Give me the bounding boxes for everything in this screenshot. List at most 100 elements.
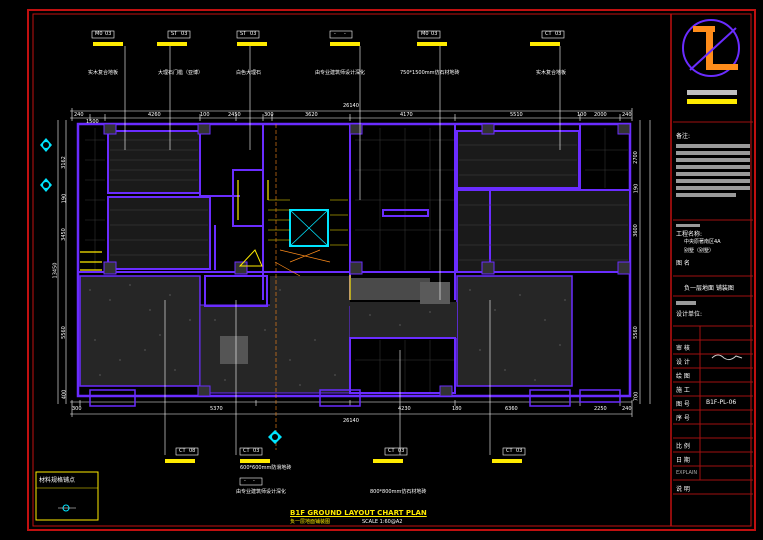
project-label: 工程名称: [676, 231, 703, 238]
dim-label: 4170 [400, 112, 413, 118]
construct-label: 施 工 [676, 387, 690, 394]
stone-floor-areas [79, 275, 573, 394]
explain-label: 说 明 [676, 486, 690, 493]
dim-label: 2250 [594, 406, 607, 412]
dim-label: 2000 [594, 112, 607, 118]
callout-code: CT [388, 448, 395, 454]
dim-label: 13450 [52, 262, 59, 279]
dim-label: 2700 [632, 151, 639, 164]
callout-code: CT [506, 448, 513, 454]
dim-label: 240 [622, 112, 632, 118]
callout-text: 由专业建筑师设计深化 [315, 70, 366, 76]
callout-code: M0 [95, 31, 103, 37]
dim-label: 6360 [505, 406, 518, 412]
callout-code: 08 [189, 448, 196, 454]
wood-floor-areas [107, 130, 631, 273]
company-logo [682, 19, 740, 77]
section-marker-icon [40, 138, 282, 444]
dim-label: 180 [452, 406, 462, 412]
project-name-line2: 别墅（别墅） [684, 248, 715, 254]
callout-code: ST [171, 31, 178, 37]
callout-tags-top [91, 30, 565, 46]
date-label: 日 期 [676, 457, 690, 464]
dim-label: 190 [633, 183, 640, 194]
design-unit-label: 设计单位: [676, 311, 703, 318]
draw-label: 绘 图 [676, 373, 690, 380]
drawing-no-label: 图 号 [676, 401, 690, 408]
callout-text: 由专业建筑师设计深化 [236, 489, 287, 495]
bottom-dim-total: 26140 [343, 418, 359, 424]
dim-label: 100 [200, 112, 210, 118]
remark-label: 备注: [676, 133, 691, 140]
seq-label: 序 号 [676, 415, 690, 422]
dim-label: 5560 [60, 326, 67, 339]
callout-code: CT [179, 448, 186, 454]
dim-label: 3450 [60, 228, 67, 241]
dim-label: 1500 [86, 119, 99, 125]
dim-label: 240 [74, 112, 84, 118]
callout-code: 03 [250, 31, 257, 37]
stair [268, 199, 348, 246]
speckle-dots [89, 284, 566, 386]
legend-label: 材料规格铺点 [39, 477, 76, 484]
top-dim-total: 26140 [343, 103, 359, 109]
callout-code: 03 [431, 31, 438, 37]
dim-label: 5370 [210, 406, 223, 412]
callout-code: ST [240, 31, 247, 37]
tile-grid [85, 128, 628, 392]
callout-code: - [244, 478, 246, 484]
drawing-scale: SCALE 1:60@A2 [362, 519, 403, 525]
review-label: 审 核 [676, 345, 690, 352]
dim-label: 3162 [60, 156, 67, 169]
legend-box [35, 471, 99, 521]
callout-code: - [334, 31, 336, 37]
callout-text: 大理石门槛（亚博） [158, 70, 204, 76]
callout-code: 03 [105, 31, 112, 37]
drawing-no: B1F-PL-06 [706, 399, 737, 406]
project-name-line1: 中央原著南区4A [684, 239, 721, 245]
callout-code: - [253, 478, 255, 484]
dim-label: 400 [61, 389, 68, 400]
dim-label: 190 [61, 193, 68, 204]
callout-text: 实木复合地板 [536, 70, 567, 76]
callout-tags-bottom [165, 447, 526, 486]
callout-code: 03 [398, 448, 405, 454]
remark-text-placeholder [676, 144, 750, 227]
callout-code: CT [243, 448, 250, 454]
ratio-label: 比 例 [676, 443, 690, 450]
callout-text: 600*600mm防滑地砖 [240, 465, 292, 471]
dim-label: 5510 [510, 112, 523, 118]
dim-label: 240 [622, 406, 632, 412]
callout-code: 03 [516, 448, 523, 454]
dim-label: 4230 [398, 406, 411, 412]
dim-label: 3620 [305, 112, 318, 118]
callout-text: 750*1500mm仿石材地砖 [400, 70, 460, 76]
callout-text: 800*800mm仿石材地砖 [370, 489, 427, 495]
elevator-shaft [289, 209, 329, 247]
callout-text: 白色大理石 [236, 70, 262, 76]
drawing-name: 负一层地面 铺装图 [684, 285, 734, 292]
callout-code: 03 [253, 448, 260, 454]
callout-code: - [344, 31, 346, 37]
callout-code: M0 [421, 31, 429, 37]
drawing-title: B1F GROUND LAYOUT CHART PLAN [290, 509, 427, 517]
sheet-inner-border [32, 13, 752, 527]
dim-label: 5560 [632, 326, 639, 339]
callout-code: CT [545, 31, 552, 37]
callout-code: 03 [181, 31, 188, 37]
column-block [220, 336, 248, 364]
stone-strip [350, 278, 430, 300]
callout-text: 实木复合地板 [88, 70, 119, 76]
dim-label: 4260 [148, 112, 161, 118]
sheet-border [27, 9, 756, 531]
design-label: 设 计 [676, 359, 690, 366]
explain-en: EXPLAIN [676, 470, 698, 476]
drawing-subtitle: 负一层地面铺装图 [290, 519, 331, 525]
drawing-name-label: 图 名 [676, 260, 690, 267]
dim-label: 100 [577, 112, 587, 118]
dim-label: 300 [72, 406, 82, 412]
signature [711, 354, 743, 361]
dim-label: 700 [633, 391, 640, 402]
structural-columns [103, 123, 631, 397]
